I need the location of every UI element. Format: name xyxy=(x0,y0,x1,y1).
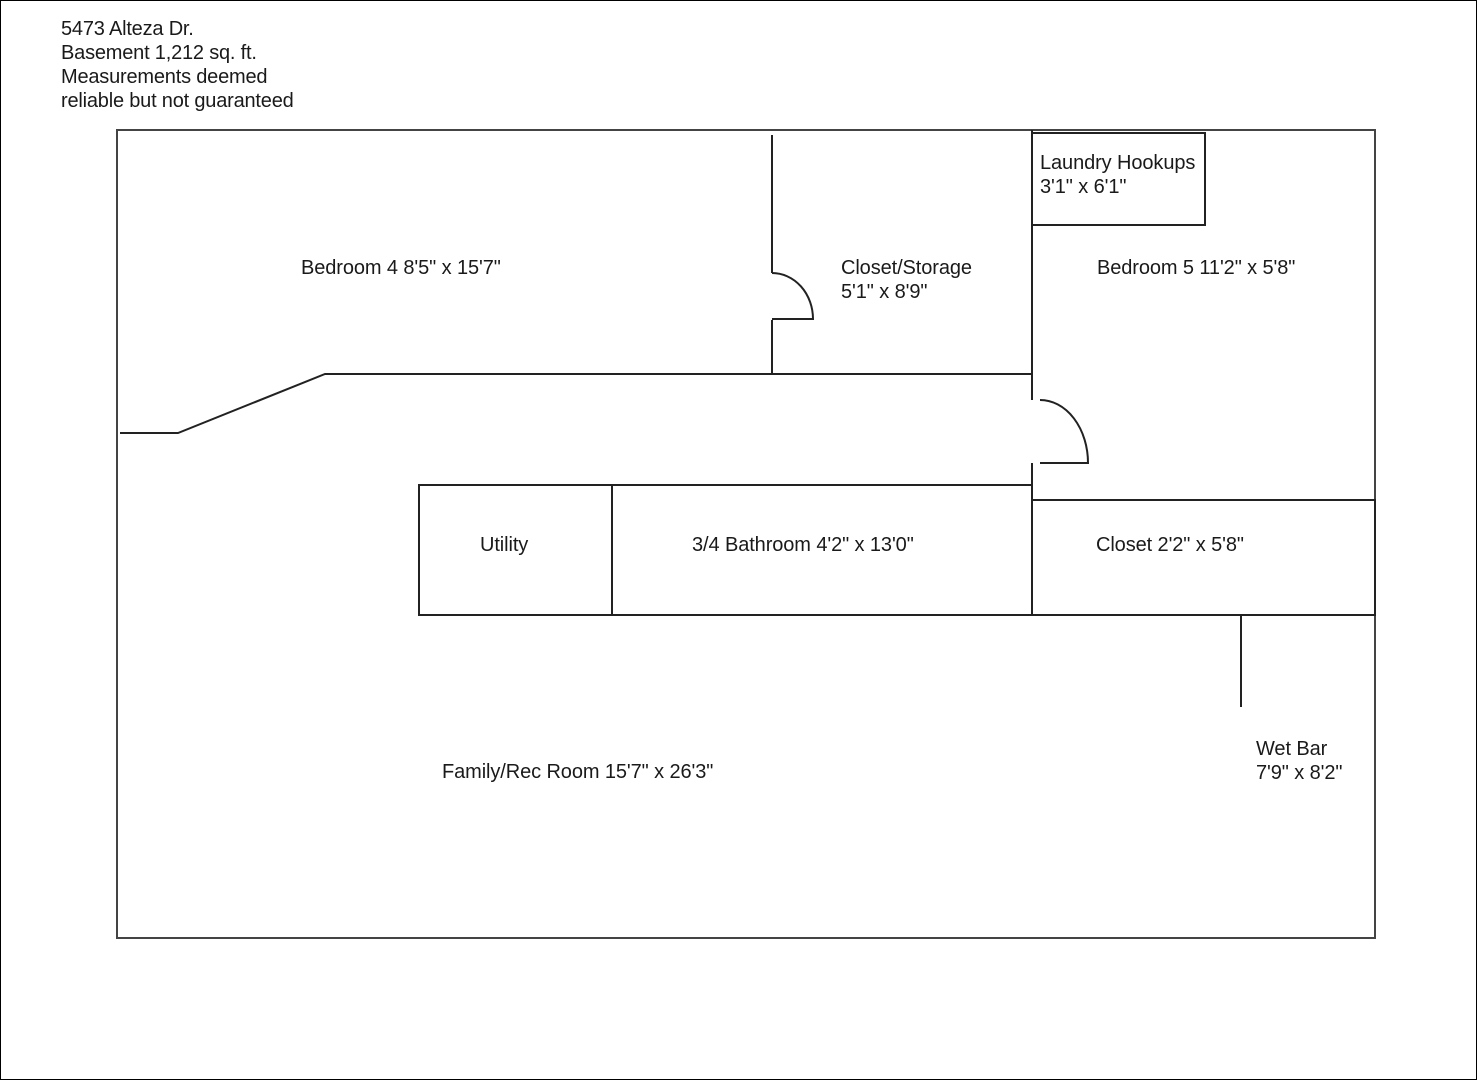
family-rec-label: Family/Rec Room 15'7" x 26'3" xyxy=(442,761,714,783)
closet-room xyxy=(1031,499,1376,616)
address-text: 5473 Alteza Dr. xyxy=(61,18,194,40)
closet-storage-name: Closet/Storage xyxy=(841,257,972,279)
closet-storage-door xyxy=(771,272,815,320)
disclaimer-line-1: Measurements deemed xyxy=(61,66,268,88)
closet-storage-dims: 5'1" x 8'9" xyxy=(841,281,928,303)
disclaimer-line-2: reliable but not guaranteed xyxy=(61,90,294,112)
plan-header: 5473 Alteza Dr. Basement 1,212 sq. ft. M… xyxy=(61,17,294,113)
area-text: Basement 1,212 sq. ft. xyxy=(61,42,257,64)
hallway-upper-wall xyxy=(120,373,1032,434)
bedroom5-label: Bedroom 5 11'2" x 5'8" xyxy=(1097,257,1296,279)
laundry-hookups-dims: 3'1" x 6'1" xyxy=(1040,176,1127,198)
laundry-hookups-box xyxy=(1031,132,1206,226)
laundry-hookups-name: Laundry Hookups xyxy=(1040,152,1196,174)
closet-label: Closet 2'2" x 5'8" xyxy=(1096,534,1244,556)
wet-bar-name: Wet Bar xyxy=(1256,738,1328,760)
utility-label: Utility xyxy=(480,534,529,556)
wet-bar-dims: 7'9" x 8'2" xyxy=(1256,762,1343,784)
bedroom4-label: Bedroom 4 8'5" x 15'7" xyxy=(301,257,501,279)
bedroom5-door xyxy=(1039,399,1090,464)
bathroom-label: 3/4 Bathroom 4'2" x 13'0" xyxy=(692,534,914,556)
